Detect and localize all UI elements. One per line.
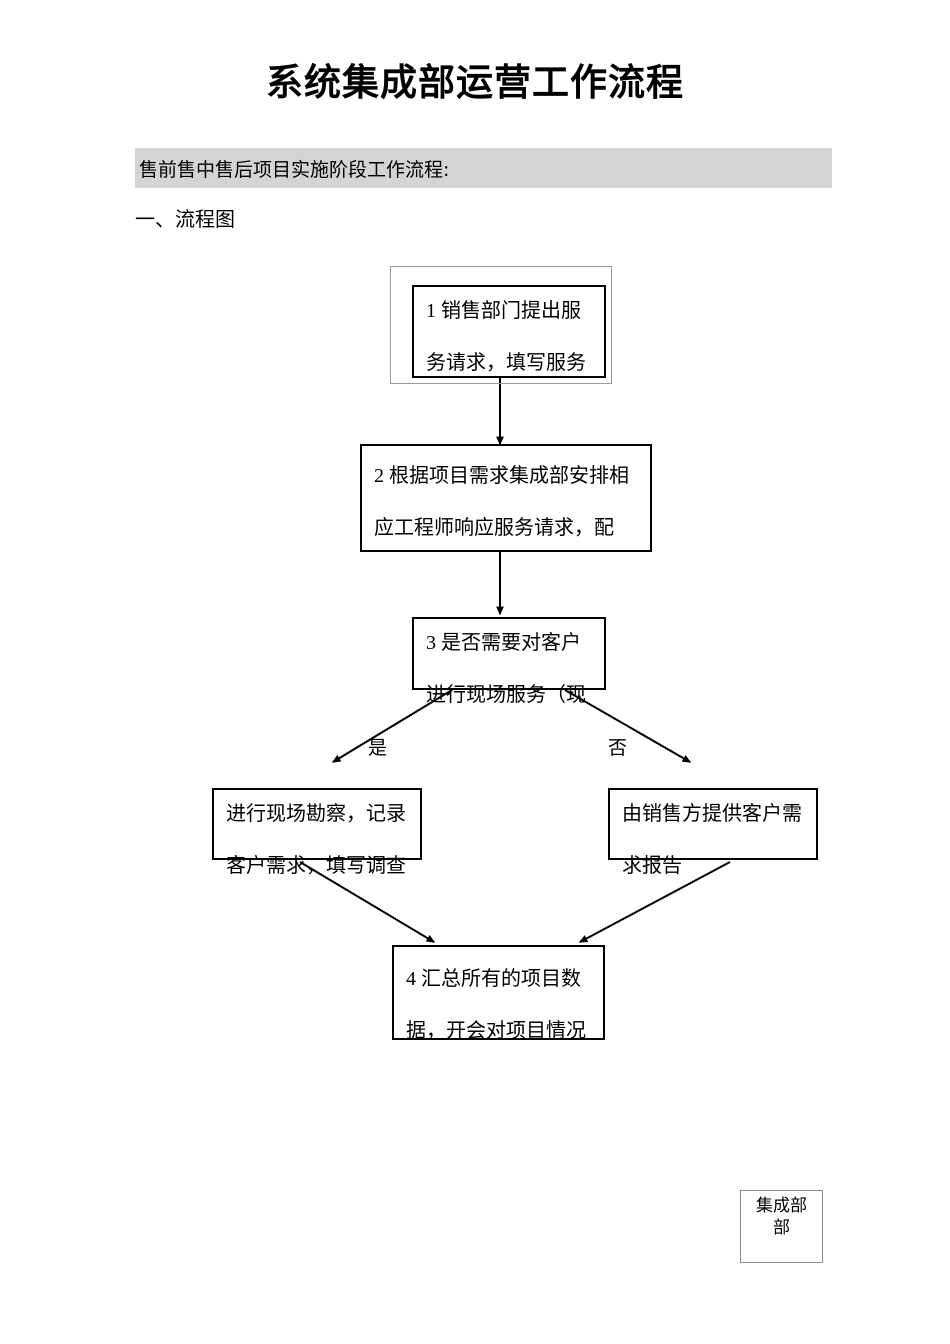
flow-box-decision-onsite-line2: 进行现场服务（现 — [426, 684, 586, 706]
flow-box-sales-request-line2: 务请求，填写服务 — [426, 352, 586, 374]
flow-box-decision-onsite-line1: 3 是否需要对客户 — [426, 632, 581, 654]
flow-box-assign-engineer-line2: 应工程师响应服务请求，配 — [374, 517, 614, 539]
section-banner-label: 售前售中售后项目实施阶段工作流程: — [139, 158, 450, 181]
section-banner: 售前售中售后项目实施阶段工作流程: — [135, 148, 832, 188]
section-heading-flowchart: 一、流程图 — [135, 207, 235, 231]
page-title: 系统集成部运营工作流程 — [266, 61, 684, 104]
flow-box-onsite-survey-line2: 客户需求，填写调查 — [226, 855, 406, 877]
flow-box-summarize-data-line1: 4 汇总所有的项目数 — [406, 968, 581, 990]
flow-box-sales-provides-line2: 求报告 — [622, 855, 682, 877]
flow-box-onsite-survey[interactable]: 进行现场勘察，记录 客户需求，填写调查 — [212, 788, 422, 877]
flow-box-decision-onsite[interactable]: 3 是否需要对客户 进行现场服务（现 — [412, 617, 606, 706]
flow-box-sales-request[interactable]: 1 销售部门提出服 务请求，填写服务 — [412, 285, 606, 378]
department-stamp-label: 集成部 部 — [756, 1196, 807, 1237]
flow-box-assign-engineer-line1: 2 根据项目需求集成部安排相 — [374, 465, 629, 487]
flow-box-sales-provides-line1: 由销售方提供客户需 — [622, 803, 802, 825]
branch-label-no: 否 — [608, 738, 628, 759]
flow-box-onsite-survey-line1: 进行现场勘察，记录 — [226, 803, 406, 825]
flow-box-sales-provides[interactable]: 由销售方提供客户需 求报告 — [608, 788, 818, 877]
branch-label-yes: 是 — [368, 738, 388, 759]
flow-box-summarize-data-line2: 据，开会对项目情况 — [406, 1020, 586, 1042]
flow-box-sales-request-line1: 1 销售部门提出服 — [426, 300, 581, 322]
flow-box-assign-engineer[interactable]: 2 根据项目需求集成部安排相 应工程师响应服务请求，配 — [360, 444, 652, 552]
department-stamp-box: 集成部 部 — [740, 1190, 823, 1263]
flow-box-outline-decoration — [390, 266, 612, 384]
flow-box-summarize-data[interactable]: 4 汇总所有的项目数 据，开会对项目情况 — [392, 945, 605, 1042]
